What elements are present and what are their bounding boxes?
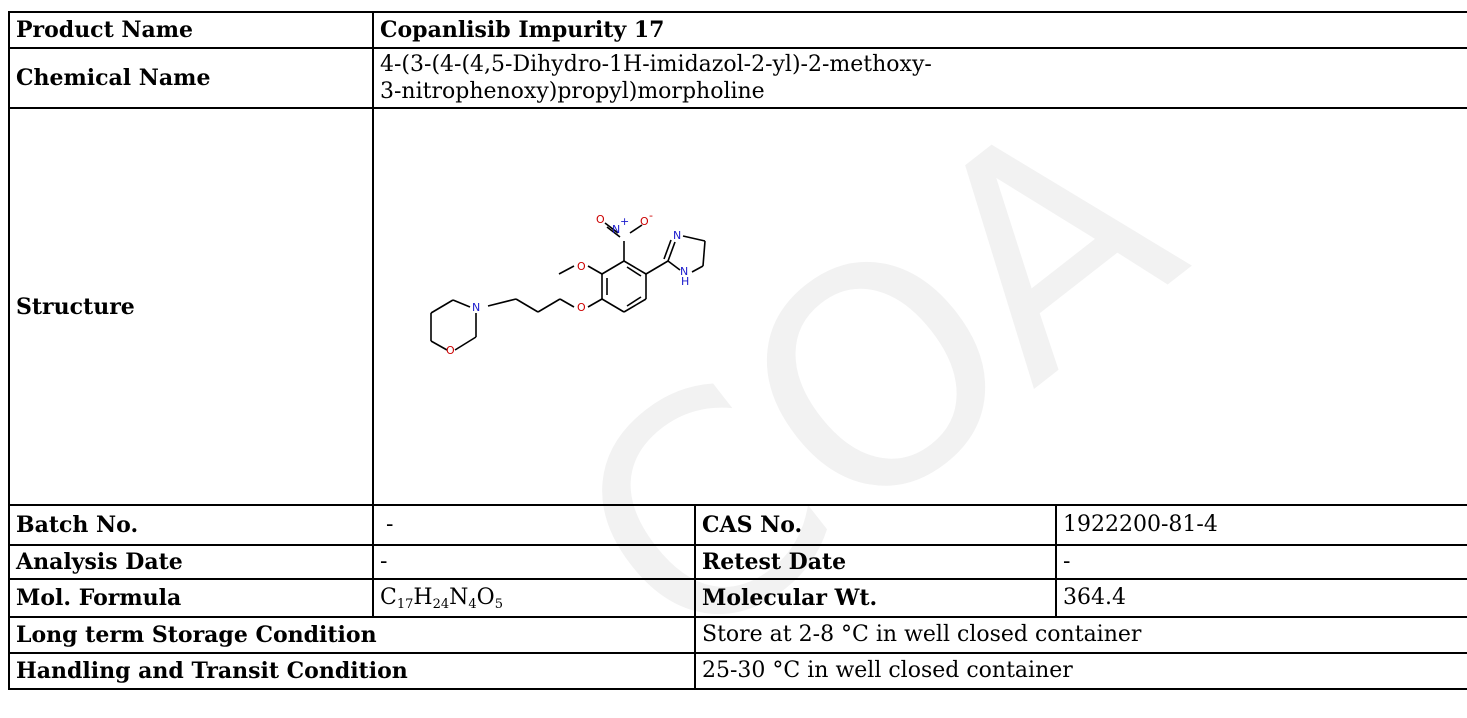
atom-o-ether: O: [577, 301, 586, 314]
cas-no-value: 1922200-81-4: [1054, 504, 1467, 547]
structure-image: N + O O - N N H O O N O: [430, 209, 706, 357]
batch-no-label: Batch No.: [8, 504, 374, 547]
mol-formula-value: C17H24N4O5: [372, 578, 696, 619]
batch-no-value: -: [372, 504, 696, 547]
row-batch-cas: Batch No. - CAS No. 1922200-81-4: [8, 504, 1467, 547]
row-product-name: Product Name Copanlisib Impurity 17: [8, 11, 1467, 49]
structure-atoms: N + O O - N N H O O N O: [446, 209, 689, 357]
handling-transit-label: Handling and Transit Condition: [8, 652, 696, 691]
atom-o-charge: -: [649, 209, 653, 222]
molecular-wt-label: Molecular Wt.: [694, 578, 1057, 619]
row-formula: Mol. Formula C17H24N4O5 Molecular Wt. 36…: [8, 578, 1467, 619]
analysis-date-label: Analysis Date: [8, 544, 374, 581]
product-name-value: Copanlisib Impurity 17: [371, 11, 1467, 49]
atom-nh-h: H: [681, 275, 689, 288]
chemical-name-value: 4-(3-(4-(4,5-Dihydro-1H-imidazol-2-yl)-2…: [371, 47, 1467, 109]
mol-formula-label: Mol. Formula: [8, 578, 374, 619]
atom-n-imidazoline: N: [673, 229, 681, 242]
formula-c-count: 17: [396, 596, 414, 612]
long-term-storage-value: Store at 2-8 °C in well closed container: [693, 616, 1467, 655]
molecular-wt-value: 364.4: [1054, 578, 1467, 619]
row-storage: Long term Storage Condition Store at 2-8…: [8, 616, 1467, 655]
structure-cell: N + O O - N N H O O N O: [371, 106, 1467, 507]
formula-n: N: [449, 584, 469, 610]
structure-label: Structure: [8, 106, 374, 507]
formula-h-count: 24: [432, 596, 450, 612]
formula-c: C: [380, 584, 397, 610]
atom-o-methoxy: O: [577, 260, 586, 273]
handling-transit-value: 25-30 °C in well closed container: [693, 652, 1467, 691]
atom-o-nitro-right: O: [640, 215, 649, 228]
atom-o-nitro-left: O: [596, 213, 605, 226]
atom-n-nitro: N: [612, 223, 620, 236]
retest-date-label: Retest Date: [694, 544, 1057, 581]
formula-o: O: [476, 584, 495, 610]
long-term-storage-label: Long term Storage Condition: [8, 616, 696, 655]
chemical-name-label: Chemical Name: [8, 47, 374, 109]
row-dates: Analysis Date - Retest Date -: [8, 544, 1467, 581]
analysis-date-value: -: [372, 544, 696, 581]
row-chemical-name: Chemical Name 4-(3-(4-(4,5-Dihydro-1H-im…: [8, 47, 1467, 109]
coa-table: Product Name Copanlisib Impurity 17 Chem…: [8, 11, 1467, 691]
atom-n-charge: +: [620, 215, 629, 228]
structure-bonds: [430, 222, 706, 351]
product-name-label: Product Name: [8, 11, 374, 49]
retest-date-value: -: [1054, 544, 1467, 581]
formula-h: H: [413, 584, 433, 610]
formula-n-count: 4: [468, 596, 477, 612]
cas-no-label: CAS No.: [694, 504, 1057, 547]
atom-nh: N: [680, 265, 688, 278]
row-handling: Handling and Transit Condition 25-30 °C …: [8, 652, 1467, 691]
atom-o-morpholine: O: [446, 344, 455, 357]
formula-o-count: 5: [494, 596, 503, 612]
row-structure: Structure: [8, 106, 1467, 507]
chemical-name-text: 4-(3-(4-(4,5-Dihydro-1H-imidazol-2-yl)-2…: [380, 51, 932, 105]
atom-n-morpholine: N: [472, 301, 480, 314]
